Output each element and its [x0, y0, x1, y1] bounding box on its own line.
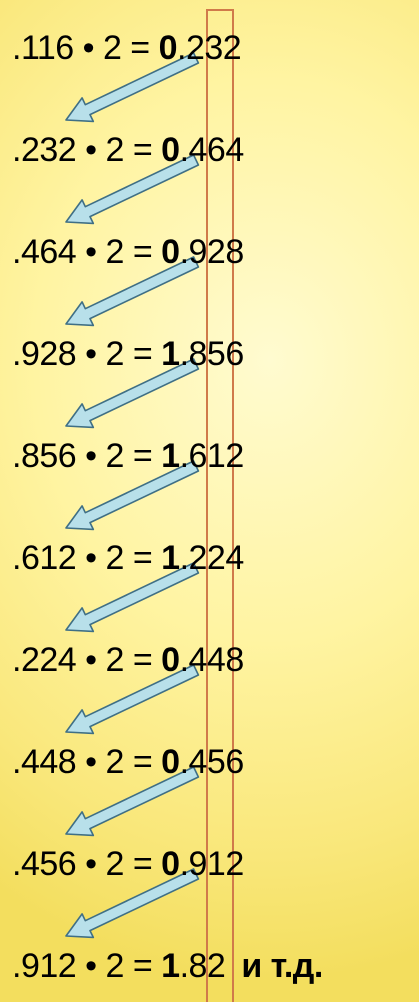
integer-digit: 1	[161, 539, 180, 577]
equation-row: .456 • 2 = 0.912	[12, 842, 244, 886]
fraction-result: .464	[179, 131, 245, 169]
carry-arrow	[65, 562, 200, 633]
multiply-operator: • 2 =	[76, 131, 162, 169]
integer-digit-column	[206, 9, 234, 1002]
fraction-result: .928	[179, 233, 245, 271]
multiplicand: .856	[12, 437, 77, 475]
multiply-operator: • 2 =	[76, 743, 162, 781]
equation-row: .224 • 2 = 0.448	[12, 638, 244, 682]
carry-arrow	[65, 868, 200, 939]
continuation-label: и т.д.	[241, 947, 323, 985]
multiplicand: .232	[12, 131, 77, 169]
multiply-operator: • 2 =	[76, 437, 162, 475]
carry-arrow	[65, 256, 200, 327]
multiplicand: .464	[12, 233, 77, 271]
multiply-operator: • 2 =	[76, 335, 162, 373]
fraction-result: .232	[177, 29, 242, 67]
multiplicand: .224	[12, 641, 77, 679]
fraction-result: .448	[179, 641, 245, 679]
multiply-operator: • 2 =	[76, 641, 162, 679]
multiplicand: .448	[12, 743, 77, 781]
carry-arrow	[65, 664, 200, 735]
integer-digit: 1	[161, 335, 180, 373]
equation-row: .928 • 2 = 1.856	[12, 332, 244, 376]
carry-arrow	[65, 766, 200, 837]
multiplicand: .116	[12, 29, 74, 67]
integer-digit: 0	[161, 641, 180, 679]
fraction-result: .612	[179, 437, 245, 475]
equation-row: .612 • 2 = 1.224	[12, 536, 244, 580]
integer-digit: 0	[161, 233, 180, 271]
multiply-operator: • 2 =	[76, 539, 162, 577]
integer-digit: 1	[161, 437, 180, 475]
integer-digit: 0	[161, 845, 180, 883]
multiplicand: .912	[12, 947, 77, 985]
equation-row: .464 • 2 = 0.928	[12, 230, 244, 274]
carry-arrow	[65, 358, 200, 429]
equation-row: .448 • 2 = 0.456	[12, 740, 244, 784]
integer-digit: 0	[161, 131, 180, 169]
equation-row: .856 • 2 = 1.612	[12, 434, 244, 478]
equation-row: .912 • 2 = 1.82 и т.д.	[12, 944, 323, 988]
multiply-operator: • 2 =	[76, 233, 162, 271]
multiplicand: .612	[12, 539, 77, 577]
fraction-result: .224	[179, 539, 245, 577]
multiply-operator: • 2 =	[76, 845, 162, 883]
carry-arrow	[65, 154, 200, 225]
fraction-result: .82	[179, 947, 226, 985]
multiply-operator: • 2 =	[73, 29, 159, 67]
fraction-result: .456	[179, 743, 245, 781]
equation-row: .232 • 2 = 0.464	[12, 128, 244, 172]
multiply-operator: • 2 =	[76, 947, 162, 985]
integer-digit: 0	[161, 743, 180, 781]
fraction-result: .856	[179, 335, 245, 373]
carry-arrow	[65, 52, 200, 123]
carry-arrow	[65, 460, 200, 531]
multiplicand: .456	[12, 845, 77, 883]
integer-digit: 0	[158, 29, 178, 67]
fraction-result: .912	[179, 845, 245, 883]
equation-row: .116 • 2 = 0.232	[12, 26, 242, 70]
multiplicand: .928	[12, 335, 77, 373]
integer-digit: 1	[161, 947, 180, 985]
